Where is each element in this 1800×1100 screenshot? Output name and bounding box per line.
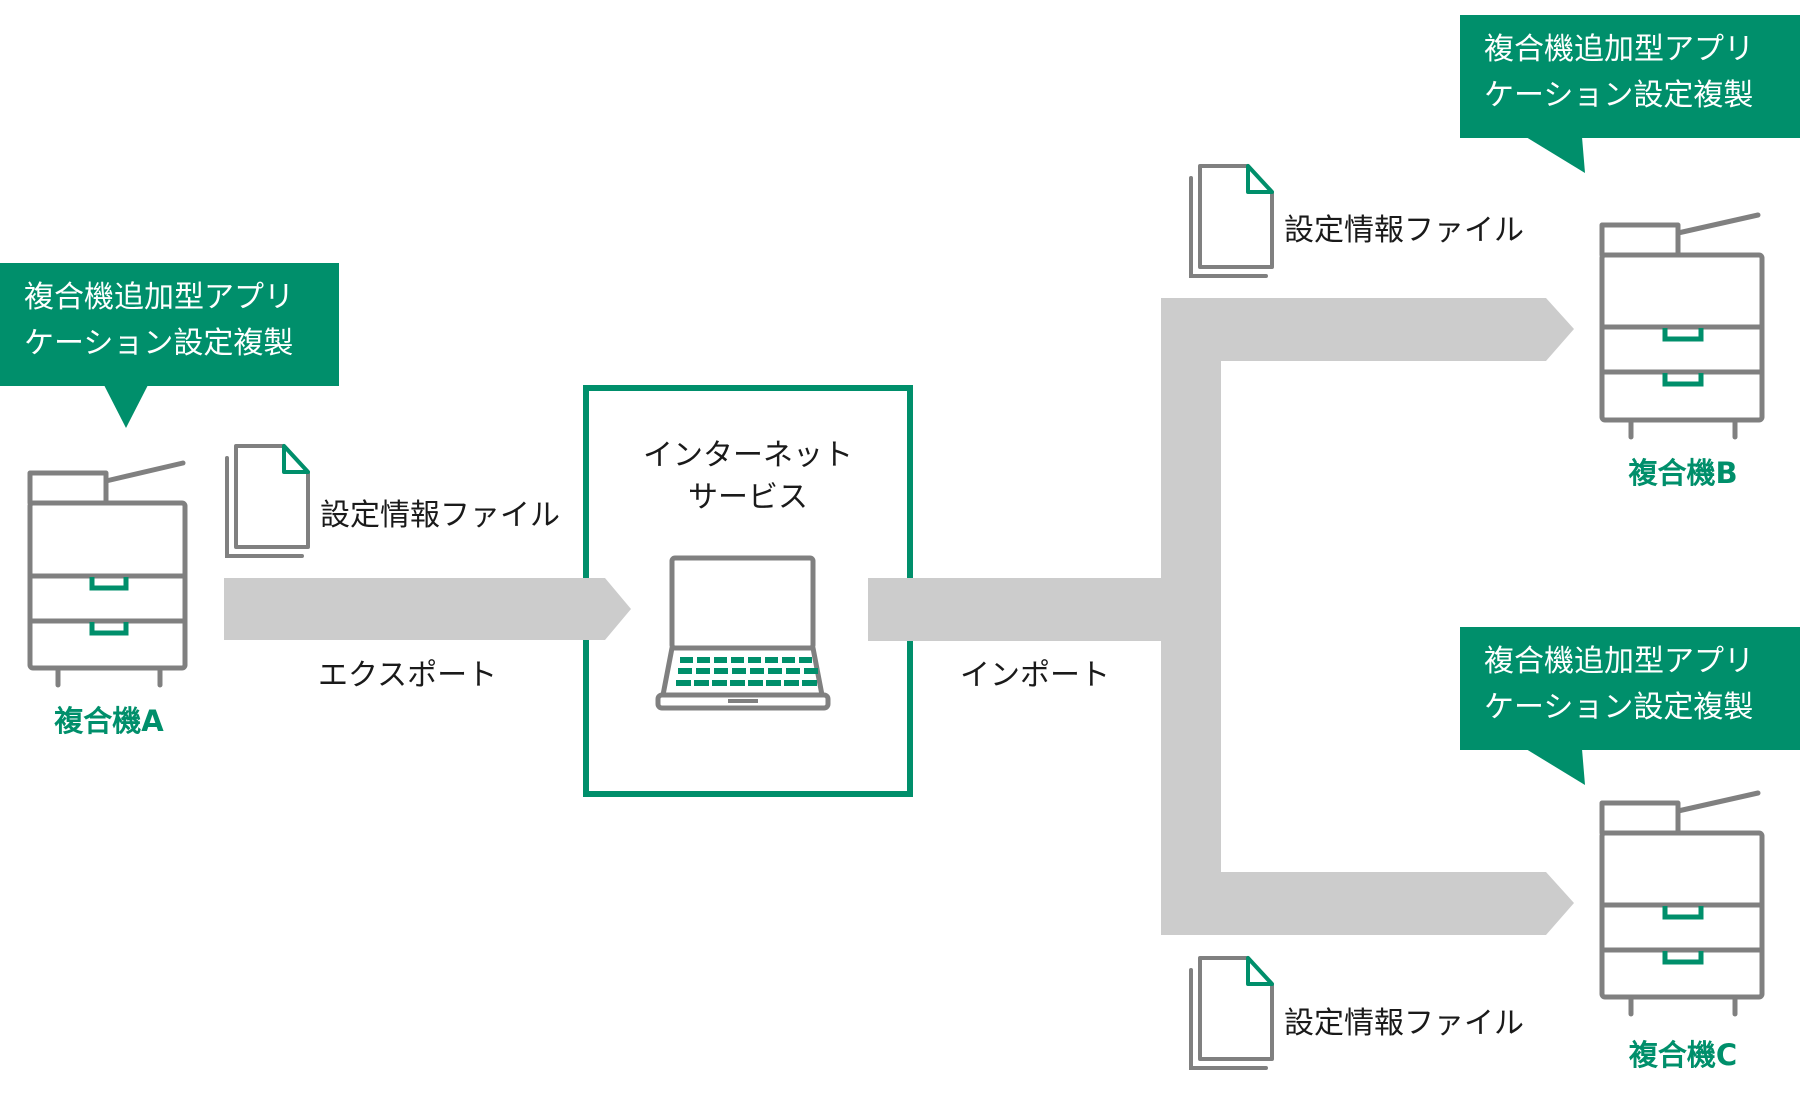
callout-device-a: 複合機追加型アプリ ケーション設定複製 (0, 263, 339, 386)
internet-service-title: インターネット サービス (583, 435, 913, 519)
callout-line1: 複合機追加型アプリ (24, 280, 294, 315)
callout-device-b: 複合機追加型アプリ ケーション設定複製 (1460, 15, 1800, 138)
service-title-line2: サービス (688, 480, 808, 515)
callout-line2: ケーション設定複製 (1484, 78, 1754, 113)
document-stack-icon (1189, 164, 1274, 278)
import-file-label-bottom: 設定情報ファイル (1284, 1006, 1524, 1041)
device-a-label: 複合機A (54, 704, 164, 738)
device-c-label: 複合機C (1628, 1038, 1738, 1072)
document-stack-icon (225, 444, 310, 558)
export-arrow (224, 578, 631, 640)
callout-tail (1526, 749, 1585, 785)
device-b-label: 複合機B (1628, 456, 1738, 490)
laptop-icon (655, 555, 831, 711)
callout-device-c: 複合機追加型アプリ ケーション設定複製 (1460, 627, 1800, 750)
multifunction-printer-icon (1599, 790, 1765, 1017)
import-file-label-top: 設定情報ファイル (1284, 213, 1524, 248)
multifunction-printer-icon (27, 460, 188, 688)
callout-tail (1526, 137, 1585, 173)
import-arrow-branch (868, 298, 1574, 935)
export-label: エクスポート (318, 658, 498, 693)
callout-line1: 複合機追加型アプリ (1484, 32, 1754, 67)
document-stack-icon (1189, 956, 1274, 1070)
export-file-label: 設定情報ファイル (320, 498, 560, 533)
callout-line2: ケーション設定複製 (1484, 690, 1754, 725)
service-title-line1: インターネット (643, 438, 853, 473)
callout-line1: 複合機追加型アプリ (1484, 644, 1754, 679)
import-label: インポート (960, 658, 1110, 693)
callout-line2: ケーション設定複製 (24, 326, 294, 361)
multifunction-printer-icon (1599, 212, 1765, 440)
callout-tail (104, 385, 148, 428)
